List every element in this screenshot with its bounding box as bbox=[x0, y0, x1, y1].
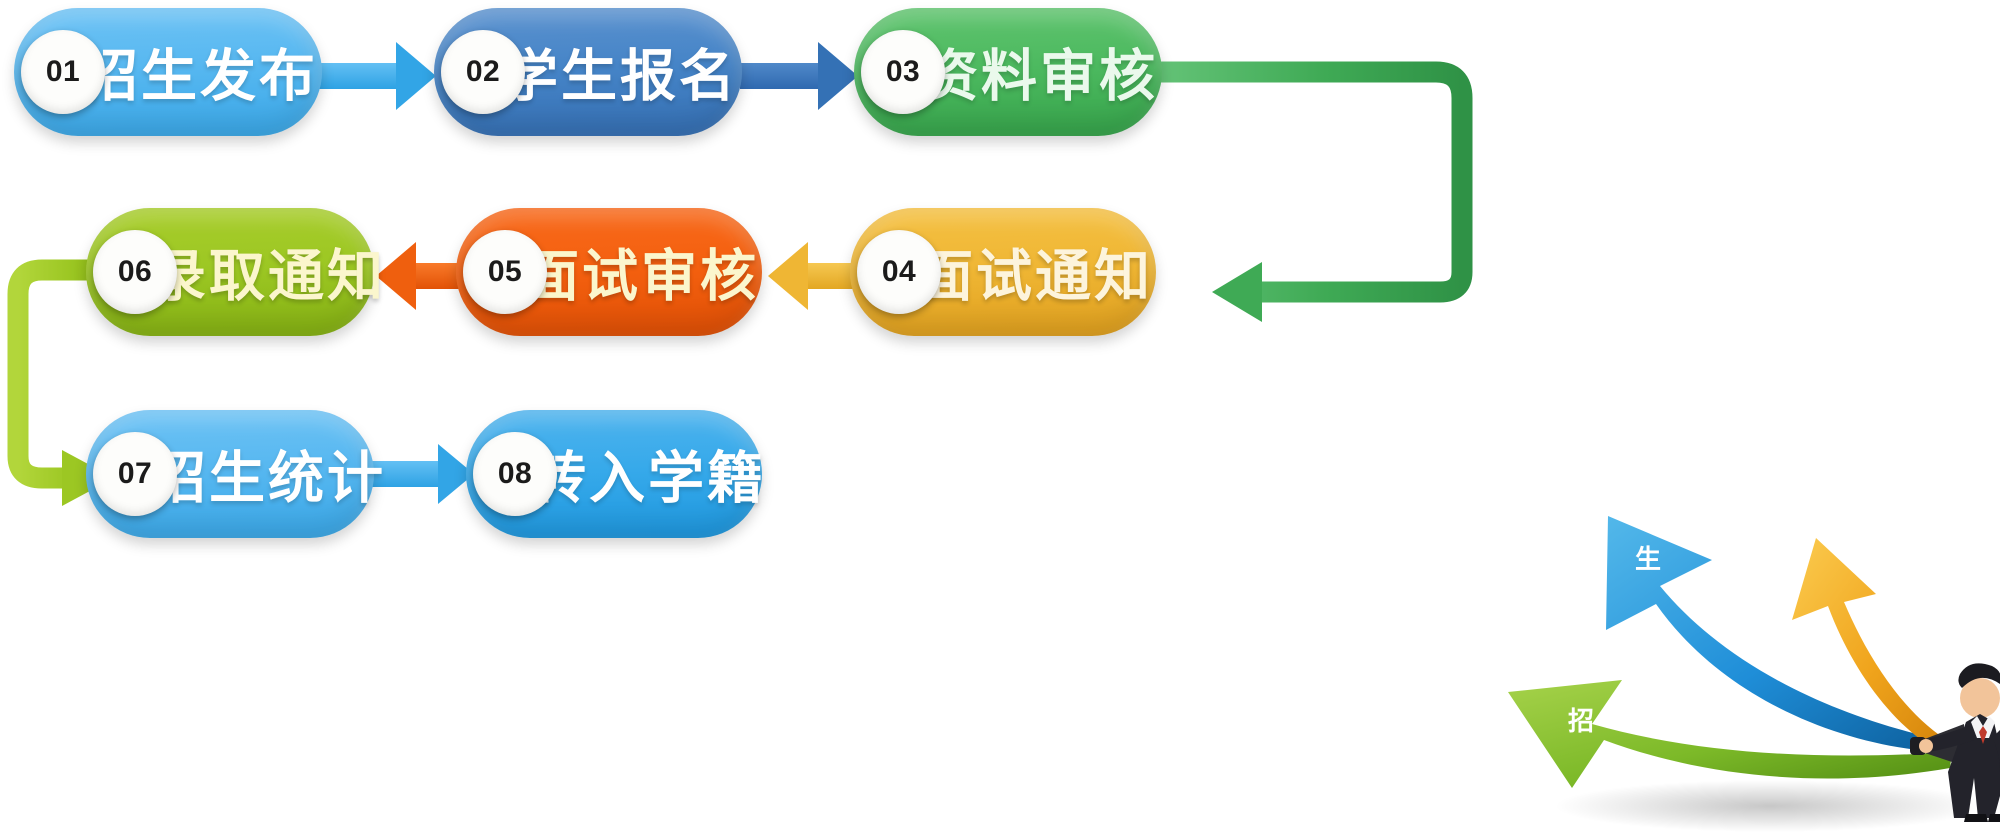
step-label-05: 面试审核 bbox=[523, 244, 759, 308]
arrow-shaft bbox=[740, 63, 824, 89]
step-label-04: 面试通知 bbox=[917, 244, 1153, 308]
step-node-01[interactable]: 01 招生发布 bbox=[14, 8, 322, 136]
step-number-badge-05: 05 bbox=[463, 230, 547, 314]
step-number-badge-01: 01 bbox=[21, 30, 105, 114]
step-node-05[interactable]: 05 面试审核 bbox=[456, 208, 762, 336]
step-node-02[interactable]: 02 学生报名 bbox=[434, 8, 742, 136]
step-node-06[interactable]: 06 录取通知 bbox=[86, 208, 386, 336]
businessman-figure bbox=[1919, 663, 2000, 822]
step-number-badge-03: 03 bbox=[861, 30, 945, 114]
step-node-04[interactable]: 04 面试通知 bbox=[850, 208, 1156, 336]
arrow-head-left-icon bbox=[376, 242, 416, 310]
decorative-swoosh-illustration: 生 招 bbox=[1480, 440, 2000, 840]
arrow-02-to-03 bbox=[740, 42, 858, 110]
swoosh-blue bbox=[1606, 516, 1942, 752]
arrow-shaft bbox=[318, 63, 402, 89]
swoosh-green bbox=[1508, 680, 1952, 788]
swoosh-orange bbox=[1792, 538, 1950, 756]
arrow-head-left-icon bbox=[768, 242, 808, 310]
step-label-03: 资料审核 bbox=[922, 44, 1158, 108]
arrow-shaft bbox=[370, 461, 440, 487]
connector-path bbox=[7, 259, 123, 489]
step-number-badge-08: 08 bbox=[473, 432, 557, 516]
step-label-06: 录取通知 bbox=[150, 244, 386, 308]
ground-shadow bbox=[1555, 780, 1985, 832]
connector-03-to-04 bbox=[1147, 40, 1490, 330]
arrow-01-to-02 bbox=[318, 42, 436, 110]
connector-path bbox=[1147, 61, 1473, 303]
swoosh-label-sheng: 生 bbox=[1635, 544, 1661, 574]
step-node-03[interactable]: 03 资料审核 bbox=[854, 8, 1162, 136]
step-label-02: 学生报名 bbox=[502, 44, 738, 108]
arrow-head-right-icon bbox=[818, 42, 858, 110]
swoosh-label-zhao: 招 bbox=[1568, 706, 1594, 736]
arrow-head-left-icon bbox=[1212, 262, 1262, 322]
step-label-07: 招生统计 bbox=[150, 446, 386, 510]
step-number-badge-02: 02 bbox=[441, 30, 525, 114]
step-node-07[interactable]: 07 招生统计 bbox=[86, 410, 386, 538]
step-number-badge-04: 04 bbox=[857, 230, 941, 314]
step-number-badge-06: 06 bbox=[93, 230, 177, 314]
step-number-badge-07: 07 bbox=[93, 432, 177, 516]
arrow-head-right-icon bbox=[396, 42, 436, 110]
step-label-01: 招生发布 bbox=[82, 44, 318, 108]
step-label-08: 转入学籍 bbox=[530, 446, 766, 510]
step-node-08[interactable]: 08 转入学籍 bbox=[466, 410, 766, 538]
